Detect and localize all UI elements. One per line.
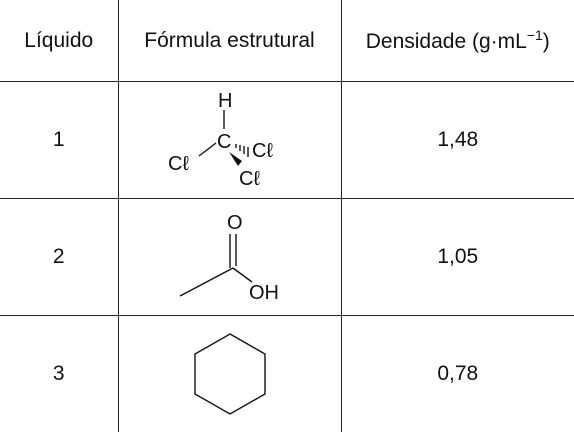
atom-oh: OH bbox=[249, 282, 279, 304]
table-row: 1 H C Cℓ Cℓ Cℓ 1,48 bbox=[0, 82, 574, 199]
table-row: 2 O OH 1,05 bbox=[0, 199, 574, 316]
liquid-number: 2 bbox=[0, 199, 118, 316]
cyclohexane-structure bbox=[185, 326, 275, 422]
acetic-acid-structure: O OH bbox=[160, 207, 300, 307]
structure-cell: O OH bbox=[118, 199, 341, 316]
atom-h: H bbox=[218, 90, 232, 112]
cyclohexane-ring bbox=[195, 334, 265, 414]
bond-c-cl-left bbox=[199, 143, 216, 156]
header-density: Densidade (g·mL−1) bbox=[341, 0, 574, 82]
atom-cl-right: Cℓ bbox=[252, 140, 273, 162]
density-value: 1,48 bbox=[341, 82, 574, 199]
header-density-text: Densidade (g·mL bbox=[366, 30, 527, 53]
bond-c-oh bbox=[233, 268, 252, 282]
structure-cell bbox=[118, 316, 341, 432]
header-density-close: ) bbox=[543, 30, 550, 53]
table-row: 3 0,78 bbox=[0, 316, 574, 432]
atom-cl-bottom: Cℓ bbox=[239, 168, 260, 190]
density-value: 0,78 bbox=[341, 316, 574, 432]
header-formula: Fórmula estrutural bbox=[118, 0, 341, 82]
bond-methyl bbox=[180, 268, 233, 296]
solid-wedge-bond bbox=[229, 152, 242, 166]
atom-cl-left: Cℓ bbox=[168, 153, 189, 175]
header-liquid: Líquido bbox=[0, 0, 118, 82]
liquid-number: 3 bbox=[0, 316, 118, 432]
header-row: Líquido Fórmula estrutural Densidade (g·… bbox=[0, 0, 574, 82]
liquid-number: 1 bbox=[0, 82, 118, 199]
structure-cell: H C Cℓ Cℓ Cℓ bbox=[118, 82, 341, 199]
atom-o: O bbox=[227, 212, 243, 234]
hashed-wedge-bond bbox=[236, 144, 248, 157]
atom-c: C bbox=[217, 131, 231, 153]
header-density-exponent: −1 bbox=[527, 27, 543, 43]
chloroform-structure: H C Cℓ Cℓ Cℓ bbox=[155, 85, 305, 195]
density-value: 1,05 bbox=[341, 199, 574, 316]
